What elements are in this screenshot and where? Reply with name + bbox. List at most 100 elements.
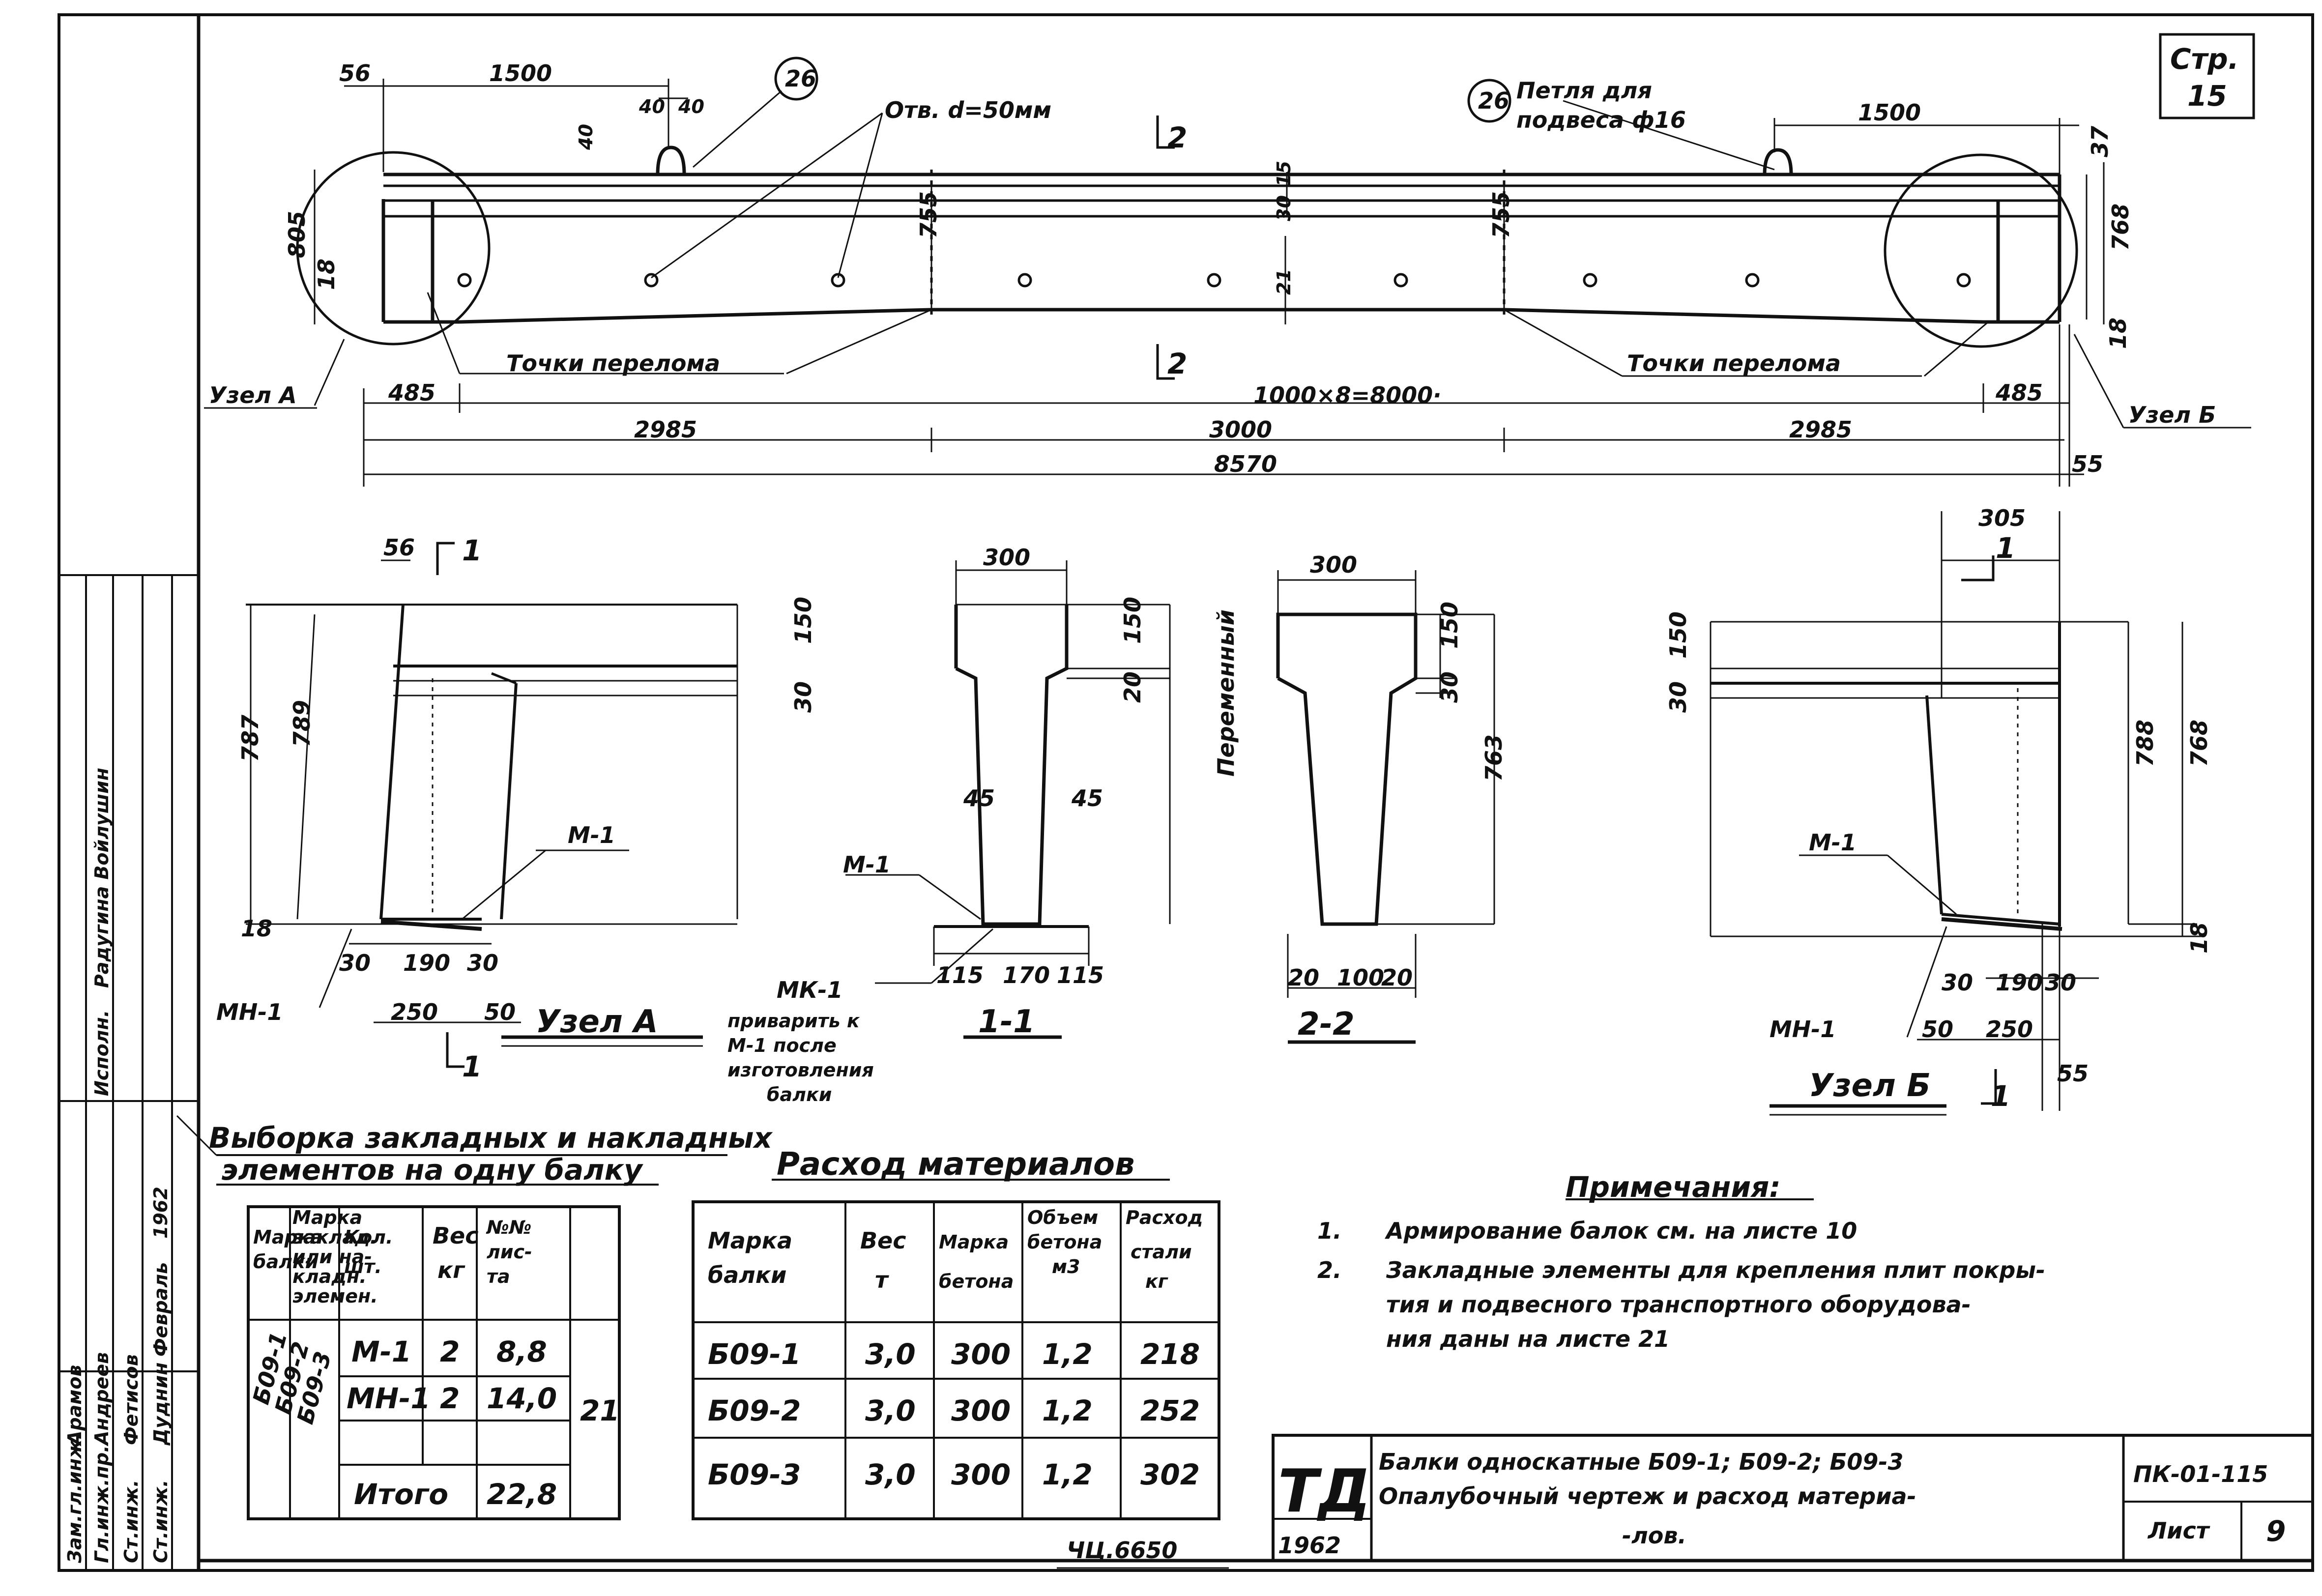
mat-r3-weight: 3,0: [865, 1458, 916, 1491]
dim-55: 55: [2072, 451, 2103, 477]
dim-2985-left: 2985: [634, 416, 697, 443]
node-a-dim-250: 250: [391, 999, 438, 1025]
materials-title: Расход материалов: [777, 1146, 1134, 1183]
s2-dim-30: 30: [1436, 671, 1463, 703]
emb-h4-1: Вес: [433, 1222, 479, 1249]
note-2-line3: ния даны на листе 21: [1386, 1326, 1670, 1352]
mat-h5-1: Расход: [1126, 1207, 1203, 1228]
dim-37: 37: [2087, 126, 2113, 157]
emb-h5-3: та: [487, 1266, 510, 1287]
dim-30: 30: [1273, 195, 1295, 221]
dim-40-a: 40: [639, 96, 665, 117]
emb-h2-1: Марка: [292, 1207, 362, 1228]
dim-21: 21: [1273, 269, 1295, 295]
section-mark-2-bottom: 2: [1167, 347, 1187, 380]
emb-h3-1: Кол.: [344, 1226, 393, 1248]
node-b-dim-190: 190: [1996, 969, 2043, 996]
stamp-name-4: Дуднин: [150, 1363, 172, 1446]
mat-r3-volume: 1,2: [1042, 1458, 1093, 1491]
stamp-name-1: Арамов: [64, 1365, 86, 1447]
s2-dim-300: 300: [1310, 551, 1357, 578]
embedded-title-1: Выборка закладных и накладных: [209, 1121, 773, 1155]
dim-18-right: 18: [2105, 318, 2131, 349]
mat-r3-mark: Б09-3: [708, 1458, 801, 1491]
node-b-dim-55: 55: [2057, 1060, 2089, 1087]
emb-h1-2: балки: [253, 1251, 318, 1273]
mat-h2-2: т: [875, 1267, 889, 1293]
emb-h2-5: элемен.: [292, 1285, 378, 1307]
dim-40-b: 40: [678, 96, 704, 117]
node-b-mn1: МН-1: [1770, 1016, 1836, 1043]
dim-8570: 8570: [1214, 451, 1277, 477]
emb-row1-weight: 8,8: [496, 1335, 547, 1368]
publisher-logo: ТД: [1278, 1457, 1371, 1526]
archive-number: ЧЦ.6650: [1067, 1537, 1177, 1564]
s2-title: 2-2: [1298, 1006, 1355, 1043]
note-2-num: 2.: [1317, 1257, 1341, 1283]
s2-dim-763: 763: [1480, 734, 1507, 782]
mat-r2-volume: 1,2: [1042, 1394, 1093, 1427]
loop-note-line2: подвеса ф16: [1516, 107, 1686, 133]
dim-768: 768: [2107, 203, 2134, 251]
s1-note-3: изготовления: [727, 1059, 874, 1081]
dim-3000: 3000: [1209, 416, 1272, 443]
stamp-year: 1962: [150, 1187, 172, 1239]
node-b-dim-30b: 30: [2045, 969, 2076, 996]
mat-r2-weight: 3,0: [865, 1394, 916, 1427]
section-mark-2-top: 2: [1167, 121, 1187, 154]
note-2-line1: Закладные элементы для крепления плит по…: [1386, 1257, 2045, 1283]
dim-1500-right: 1500: [1858, 99, 1921, 126]
mat-r1-volume: 1,2: [1042, 1337, 1093, 1371]
node-a-m1: М-1: [568, 822, 615, 848]
dim-56: 56: [339, 60, 371, 87]
break-points-left: Точки перелома: [506, 350, 720, 377]
node-b-dim-50: 50: [1922, 1016, 1953, 1043]
s2-dim-20-right: 20: [1381, 964, 1413, 991]
mat-r2-mark: Б09-2: [708, 1394, 801, 1427]
s1-title: 1-1: [978, 1004, 1035, 1040]
node-b-dim-150: 150: [1665, 611, 1691, 659]
mat-h4-1: Объем: [1027, 1207, 1098, 1228]
node-b-dim-305: 305: [1978, 505, 2026, 531]
title-line2: Опалубочный чертеж и расход материа-: [1379, 1483, 1916, 1509]
s1-dim-150: 150: [1119, 597, 1146, 644]
stamp-role-1: Зам.гл.инж.: [64, 1433, 86, 1564]
s2-dim-150: 150: [1436, 602, 1463, 649]
s1-dim-300: 300: [983, 544, 1030, 571]
sheet-code: ПК-01-115: [2133, 1461, 2268, 1487]
loop-ref-right: 26: [1478, 87, 1509, 114]
note-1-line1: Армирование балок см. на листе 10: [1385, 1218, 1857, 1244]
emb-h1-1: Марка: [253, 1226, 323, 1248]
dim-40-c: 40: [575, 124, 597, 150]
node-a-cut: 1: [462, 534, 482, 567]
mat-r1-steel: 218: [1140, 1337, 1200, 1371]
break-points-right: Точки перелома: [1627, 350, 1841, 377]
emb-row2-mark: МН-1: [347, 1382, 431, 1415]
emb-h2-4: кладн.: [292, 1266, 367, 1287]
sheet-label: Лист: [2147, 1517, 2210, 1544]
stamp-date: Февраль: [150, 1262, 172, 1357]
loop-note-line1: Петля для: [1516, 77, 1652, 104]
mat-h3-1: Марка: [939, 1231, 1009, 1253]
dim-755-left: 755: [915, 191, 942, 238]
node-a-dim-30a: 30: [339, 950, 371, 976]
node-b-m1: М-1: [1809, 829, 1857, 856]
s1-note-1: приварить к: [727, 1010, 860, 1032]
node-b-title: Узел Б: [1809, 1068, 1931, 1104]
title-year: 1962: [1278, 1532, 1341, 1559]
mat-h2-1: Вес: [860, 1227, 906, 1254]
emb-total-value: 22,8: [487, 1478, 557, 1511]
node-b-dim-788: 788: [2132, 720, 2158, 767]
mat-r1-mark: Б09-1: [708, 1337, 801, 1371]
emb-h2-3: или на-: [292, 1246, 372, 1268]
s1-note-2: М-1 после: [727, 1035, 837, 1056]
s1-dim-115-left: 115: [936, 962, 984, 988]
note-2-line2: тия и подвесного транспортного оборудова…: [1386, 1291, 1971, 1318]
s1-note-4: балки: [767, 1084, 832, 1105]
dim-755-right: 755: [1488, 191, 1514, 238]
node-b-dim-30: 30: [1665, 681, 1691, 713]
emb-sheet-ref: 21: [580, 1394, 620, 1427]
dim-2985-right: 2985: [1789, 416, 1852, 443]
node-a-dim-787: 787: [237, 715, 263, 762]
